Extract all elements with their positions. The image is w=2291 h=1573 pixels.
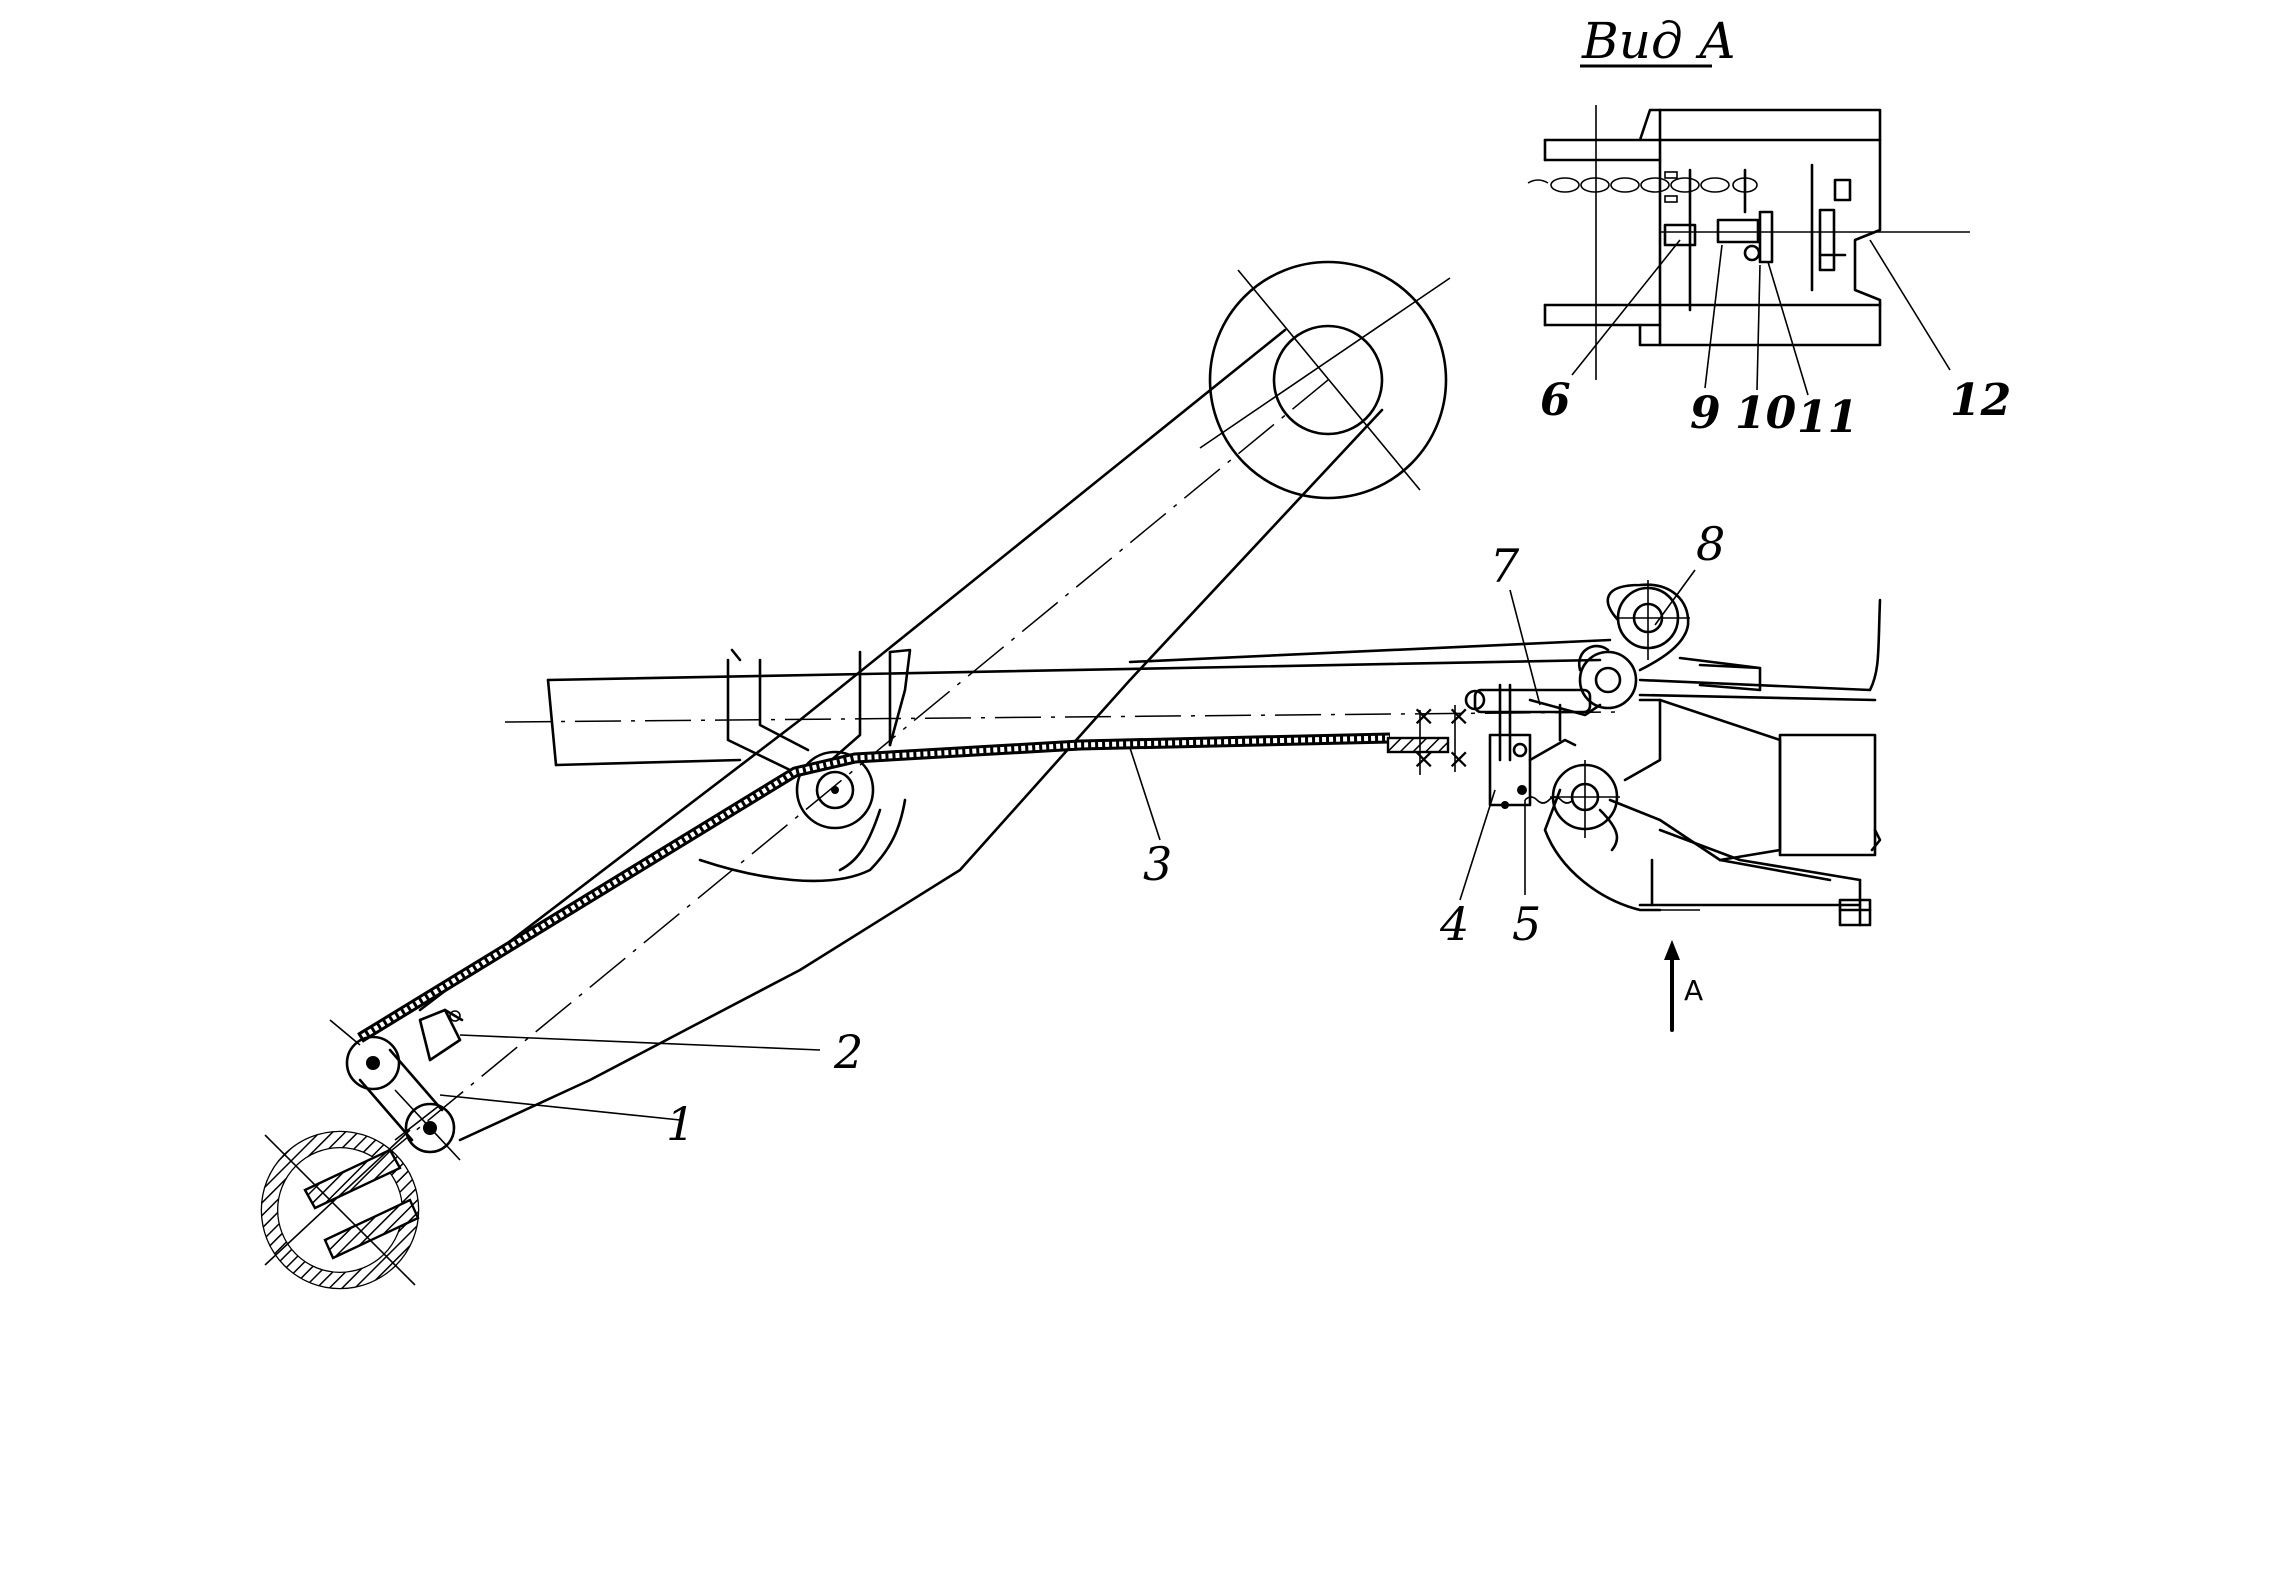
svg-text:×: × — [1412, 699, 1435, 732]
svg-text:×: × — [1412, 742, 1435, 775]
bucket-assembly — [1464, 580, 1882, 927]
label-6: 6 — [1540, 375, 1571, 426]
svg-text:×: × — [1447, 742, 1470, 775]
label-5: 5 — [1512, 897, 1541, 951]
label-4: 4 — [1439, 897, 1469, 951]
top-drum-inner — [1272, 324, 1384, 436]
lower-linkage — [260, 1008, 464, 1290]
leader-lines — [439, 569, 1696, 1121]
view-a-inset: Вид А — [1527, 12, 1970, 396]
pivot-pin-outer — [795, 750, 875, 830]
boom-arm — [379, 260, 1451, 1161]
label-8: 8 — [1696, 517, 1725, 571]
pivot-bracket — [726, 648, 912, 872]
label-3: 3 — [1143, 837, 1172, 891]
view-title: Вид А — [1581, 12, 1736, 70]
label-2: 2 — [833, 1025, 863, 1079]
part-labels: 2 1 3 4 5 7 8 6 9 10 11 12 — [666, 375, 2011, 1151]
rope: × × × × — [357, 699, 1470, 1043]
label-11: 11 — [1797, 392, 1858, 443]
label-7: 7 — [1490, 539, 1520, 593]
label-1: 1 — [666, 1097, 695, 1151]
horizontal-beam — [504, 638, 1621, 767]
top-drum-outer — [1208, 260, 1448, 500]
label-10: 10 — [1735, 388, 1797, 439]
svg-text:×: × — [1447, 699, 1470, 732]
label-9: 9 — [1690, 388, 1721, 439]
view-arrow: А — [1664, 940, 1703, 1032]
view-arrow-label: А — [1684, 974, 1703, 1007]
label-12: 12 — [1950, 375, 2011, 426]
